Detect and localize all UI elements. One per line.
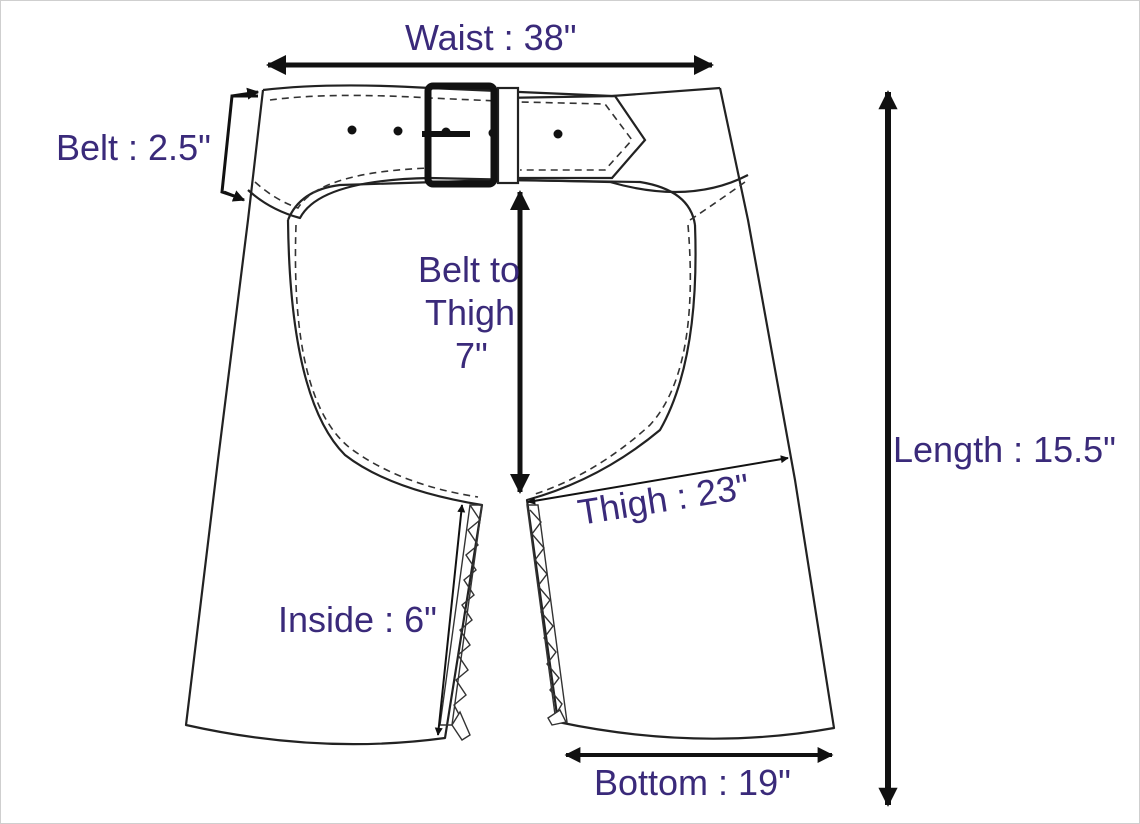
right-leg-outline — [525, 87, 836, 740]
seat-stitch-right — [531, 224, 692, 496]
buckle-icon — [422, 82, 498, 188]
thigh-label: Thigh : 23" — [575, 465, 752, 533]
thin-measurement-arrows — [434, 455, 789, 736]
chaps-outline — [184, 84, 836, 746]
belt-tongue — [499, 94, 647, 180]
belt-stitch-top — [269, 94, 634, 171]
inside-arrow — [434, 504, 466, 736]
seat-stitch — [294, 224, 479, 498]
belt-strap — [496, 86, 647, 185]
bottom-label: Bottom : 19" — [594, 762, 791, 803]
belt-keeper — [496, 86, 520, 185]
measurement-labels: Waist : 38" Belt : 2.5" Belt to Thigh 7"… — [56, 17, 1116, 803]
belt-hole — [553, 129, 563, 139]
inside-label: Inside : 6" — [278, 599, 437, 640]
belt-label: Belt : 2.5" — [56, 127, 211, 168]
belt-to-thigh-label-line3: 7" — [455, 335, 488, 376]
belt-hole — [347, 125, 357, 135]
right-lacing — [526, 504, 568, 726]
belt-to-thigh-label-line2: Thigh — [425, 292, 515, 333]
measurement-arrows — [266, 55, 898, 807]
left-leg-outline — [184, 89, 484, 746]
length-label: Length : 15.5" — [893, 429, 1116, 470]
right-flap-stitch — [689, 181, 746, 221]
belt-stitch-bottom — [254, 167, 431, 209]
belt-lower-edge — [247, 174, 749, 220]
belt-to-thigh-label-line1: Belt to — [418, 249, 520, 290]
belt-width-bracket — [220, 87, 260, 202]
belt-hole — [393, 126, 403, 136]
waist-label: Waist : 38" — [405, 17, 577, 58]
thigh-arrow — [527, 455, 789, 505]
